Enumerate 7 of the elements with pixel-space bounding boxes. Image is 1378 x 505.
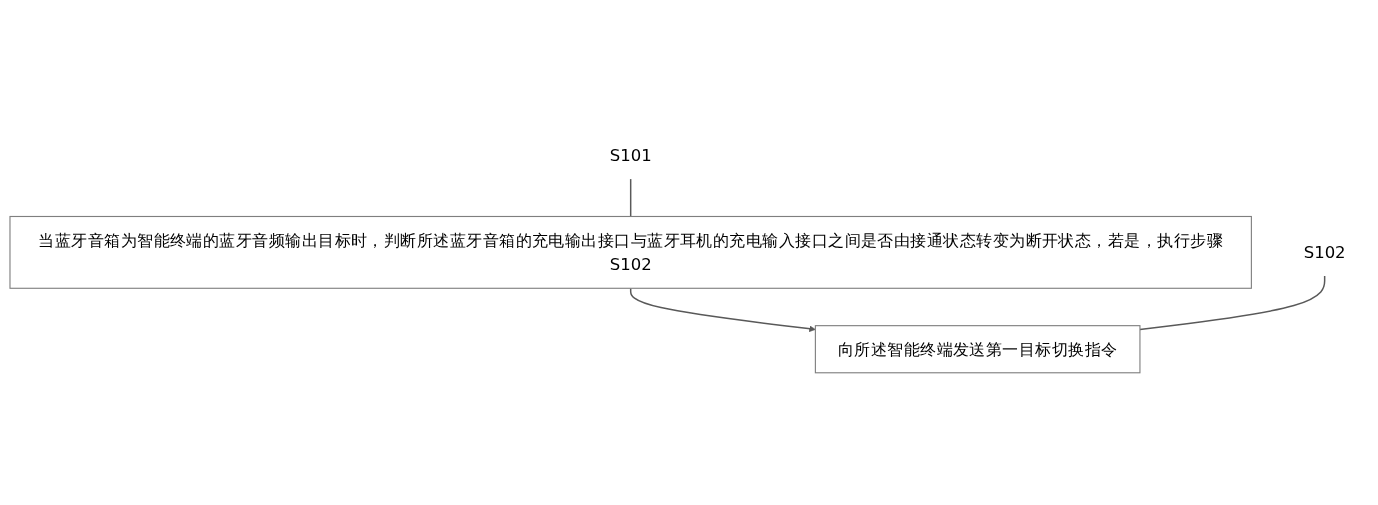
connector [1139, 275, 1326, 331]
node-box: 向所述智能终端发送第一目标切换指令 [814, 325, 1141, 374]
node-text: S102 [1303, 243, 1346, 262]
connector [629, 178, 632, 218]
arrow [629, 287, 816, 333]
node-box: 当蓝牙音箱为智能终端的蓝牙音频输出目标时，判断所述蓝牙音箱的充电输出接口与蓝牙耳机的充电输入接口之间是否由接通状态转变为断开状态，若是，执行步骤S102 [9, 216, 1252, 289]
node-text: S101 [609, 146, 652, 165]
